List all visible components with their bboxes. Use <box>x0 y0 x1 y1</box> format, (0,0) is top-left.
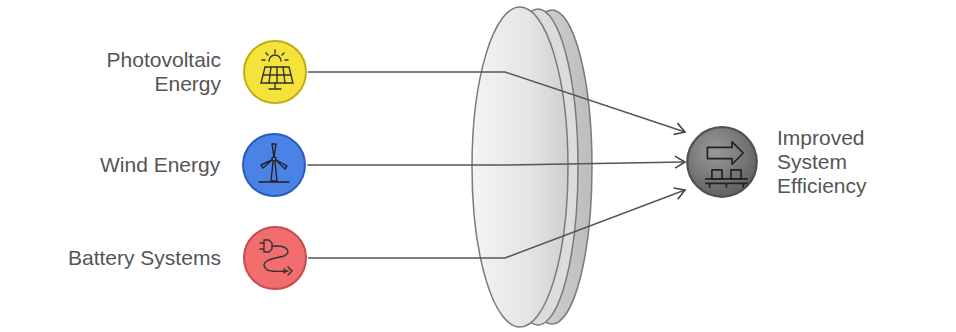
node-label: Photovoltaic Energy <box>71 48 221 96</box>
node-label-group: Improved System Efficiency <box>777 126 897 198</box>
result-node: Improved System Efficiency <box>685 125 897 199</box>
lens-face <box>472 7 568 327</box>
arrow-connector <box>308 190 685 258</box>
icon-circle <box>685 125 759 199</box>
source-node: Battery Systems <box>68 225 308 291</box>
arrow-connector <box>308 72 685 132</box>
icon-circle <box>241 132 307 198</box>
icon-circle <box>242 39 308 105</box>
node-label-group: Photovoltaic Energy <box>71 48 221 96</box>
icon-circle <box>242 225 308 291</box>
source-node: Photovoltaic Energy <box>71 39 308 105</box>
node-label-group: Battery Systems <box>68 246 221 270</box>
node-label-group: Wind Energy <box>100 153 220 177</box>
source-node: Wind Energy <box>100 132 307 198</box>
node-label: Improved System Efficiency <box>777 126 897 198</box>
node-label: Wind Energy <box>100 153 220 177</box>
arrow-connector <box>307 162 685 165</box>
node-label: Battery Systems <box>68 246 221 270</box>
